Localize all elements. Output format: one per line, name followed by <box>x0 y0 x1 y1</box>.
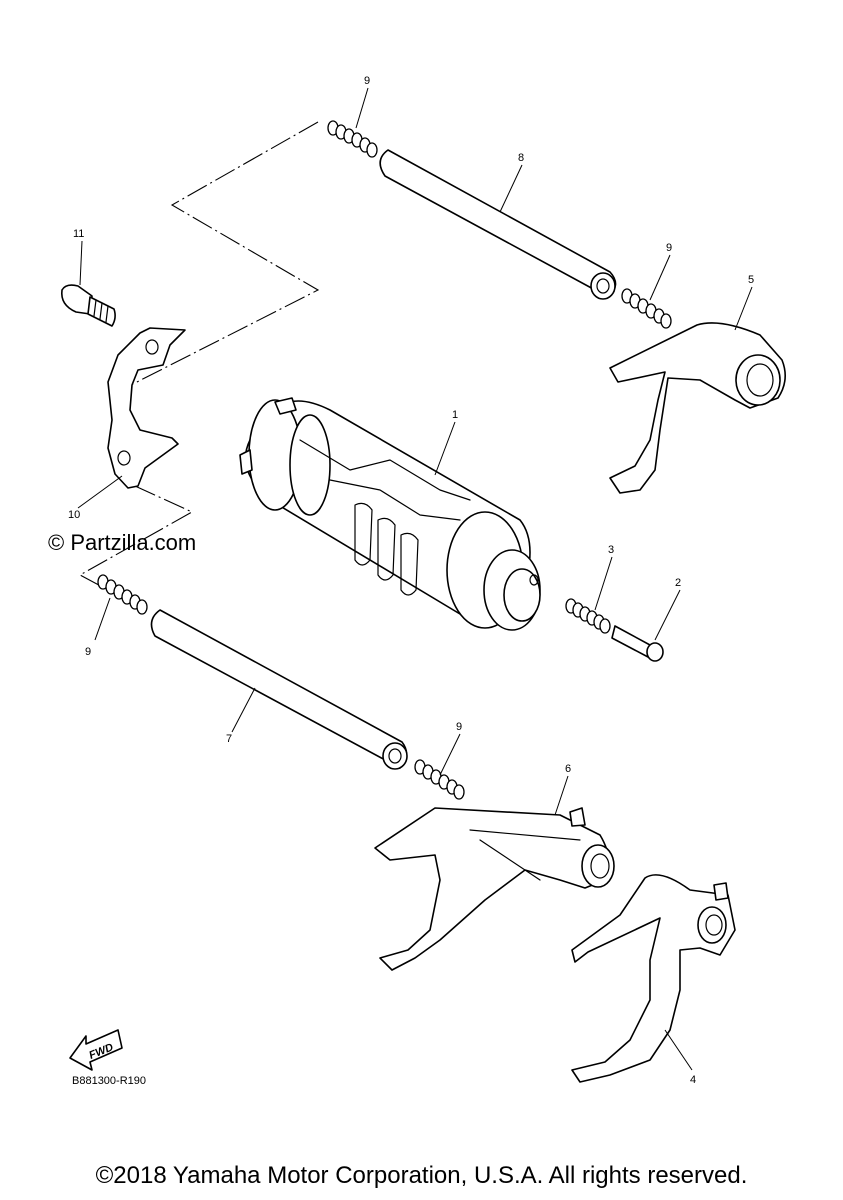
diagram-code: B881300-R190 <box>72 1075 147 1087</box>
callout-9-right: 9 <box>666 242 672 254</box>
copyright-notice: ©2018 Yamaha Motor Corporation, U.S.A. A… <box>95 1162 748 1189</box>
callout-labels: 9 8 9 5 11 1 10 3 2 9 7 9 6 4 <box>68 75 754 1086</box>
assembly-lines <box>78 121 320 591</box>
callout-7: 7 <box>226 733 232 745</box>
shift-fork-6 <box>374 807 615 971</box>
callout-6: 6 <box>565 763 571 775</box>
callout-4: 4 <box>690 1074 696 1086</box>
shift-fork-4 <box>571 874 736 1083</box>
shift-drum-1 <box>239 397 541 631</box>
spring-left <box>97 574 148 615</box>
callout-8: 8 <box>518 152 524 164</box>
spring-3 <box>565 598 611 634</box>
shift-fork-5 <box>609 322 786 494</box>
shift-fork-shaft-8 <box>379 149 617 300</box>
spring-top <box>327 120 378 158</box>
callout-9-bottom: 9 <box>456 721 462 733</box>
fwd-arrow-icon: FWD <box>69 1029 123 1071</box>
callout-2: 2 <box>675 577 681 589</box>
callout-3: 3 <box>608 544 614 556</box>
callout-10: 10 <box>68 509 80 521</box>
callout-1: 1 <box>452 409 458 421</box>
callout-9-top: 9 <box>364 75 370 87</box>
spring-right <box>621 288 672 329</box>
shift-fork-shaft-7 <box>150 609 408 770</box>
stopper-plate-10 <box>107 327 186 489</box>
pin-2 <box>611 625 664 662</box>
leader-lines <box>77 87 753 1071</box>
partzilla-watermark: © Partzilla.com <box>48 530 197 555</box>
callout-5: 5 <box>748 274 754 286</box>
callout-11: 11 <box>73 228 84 240</box>
spring-bottom <box>414 759 465 800</box>
callout-9-left: 9 <box>85 646 91 658</box>
bolt-11 <box>60 284 116 327</box>
